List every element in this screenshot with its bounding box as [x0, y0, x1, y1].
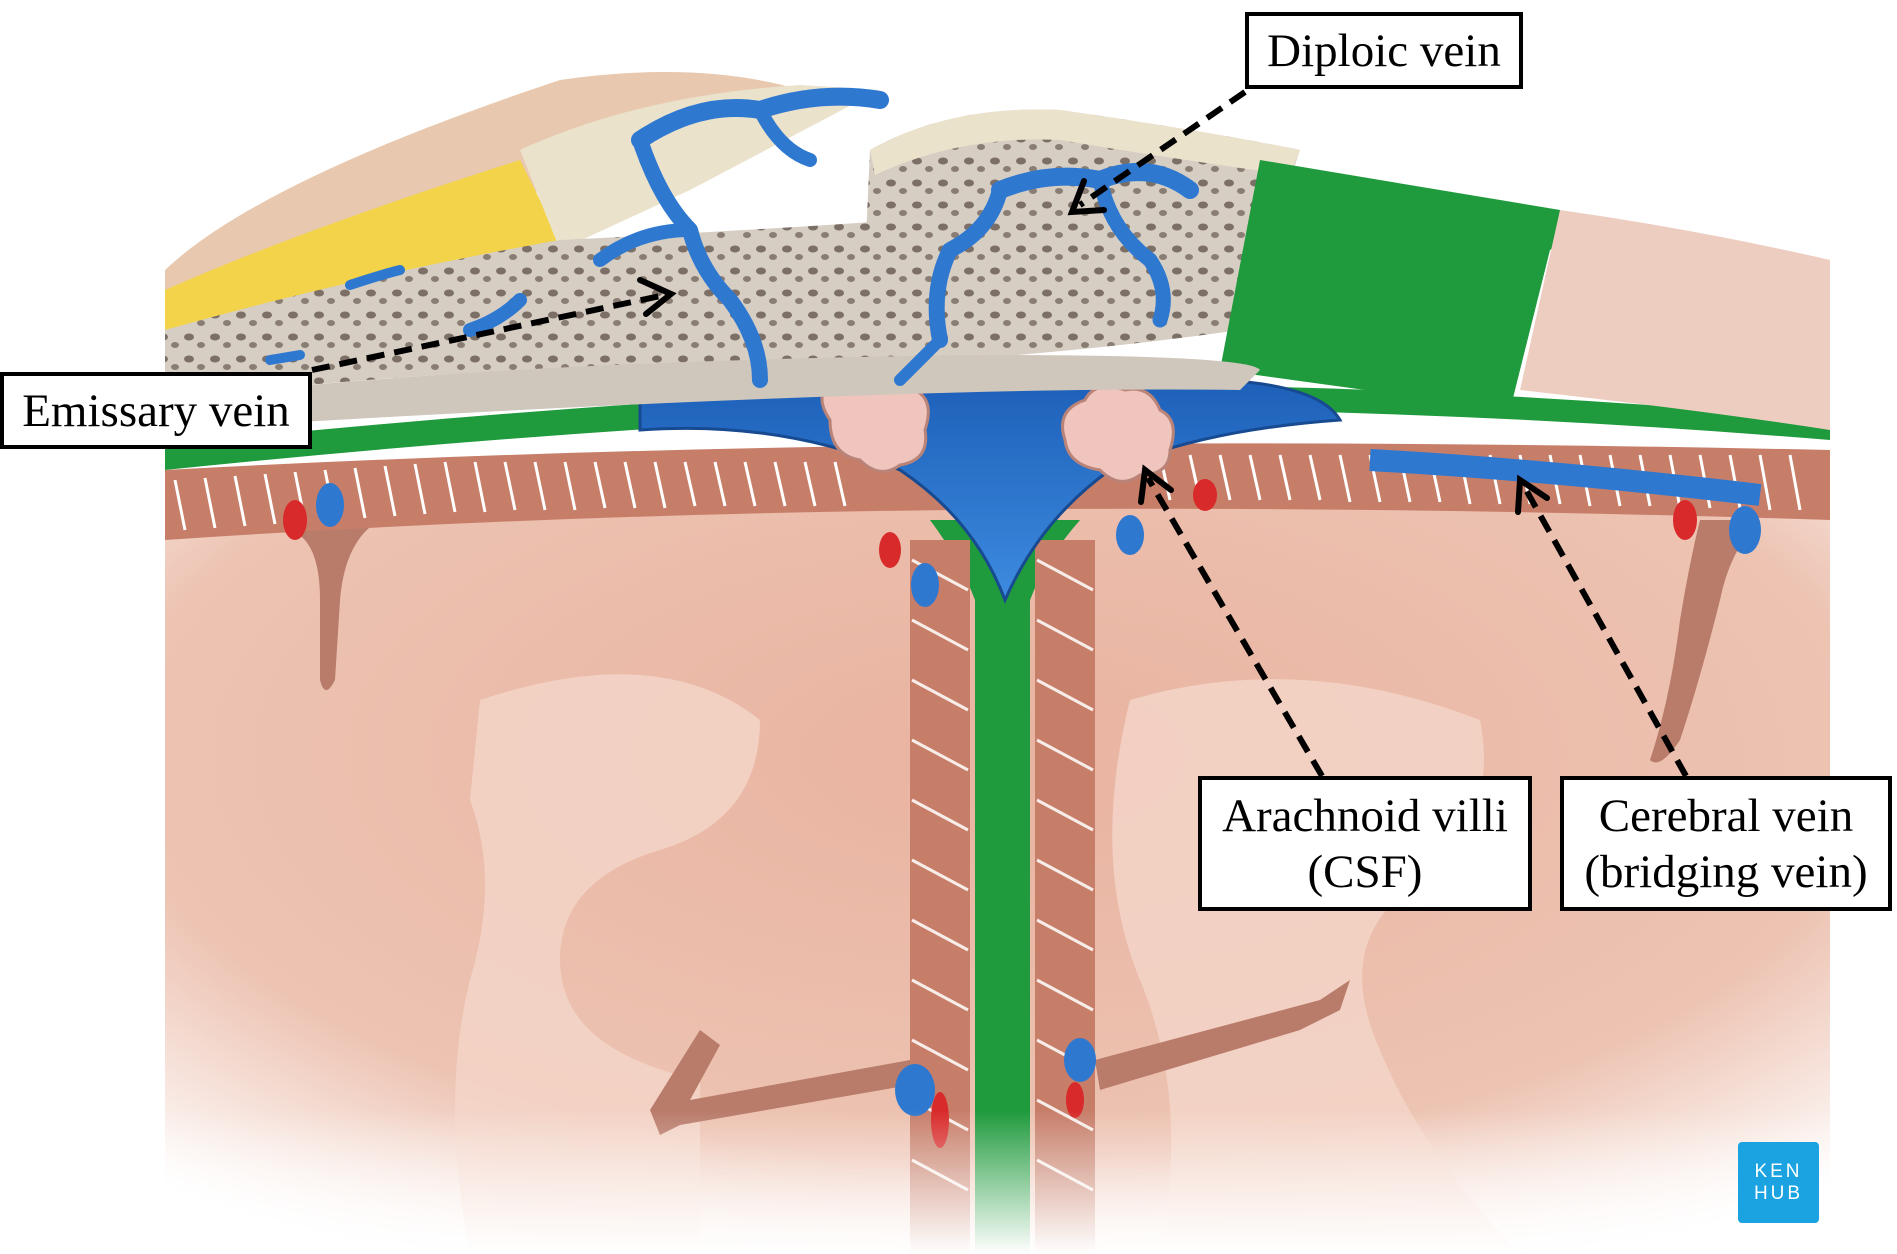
logo-line2: HUB [1754, 1183, 1803, 1205]
arachnoid-villi-text-line1: Arachnoid villi [1222, 788, 1508, 844]
emissary-vein-label: Emissary vein [0, 372, 312, 449]
cerebral-vein-text-line2: (bridging vein) [1584, 844, 1867, 900]
cerebral-vein-text-line1: Cerebral vein [1599, 788, 1853, 844]
logo-line1: KEN [1754, 1161, 1802, 1183]
arachnoid-villi-text-line2: (CSF) [1308, 844, 1423, 900]
diploic-vein-label: Diploic vein [1245, 12, 1523, 89]
diploic-vein-text: Diploic vein [1267, 23, 1501, 79]
emissary-vein-text: Emissary vein [22, 383, 290, 439]
cerebral-vein-label: Cerebral vein (bridging vein) [1560, 776, 1892, 911]
bottom-fade [0, 1110, 1897, 1254]
arachnoid-villi-label: Arachnoid villi (CSF) [1198, 776, 1532, 911]
skull [165, 72, 1830, 430]
kenhub-logo: KEN HUB [1738, 1142, 1819, 1223]
